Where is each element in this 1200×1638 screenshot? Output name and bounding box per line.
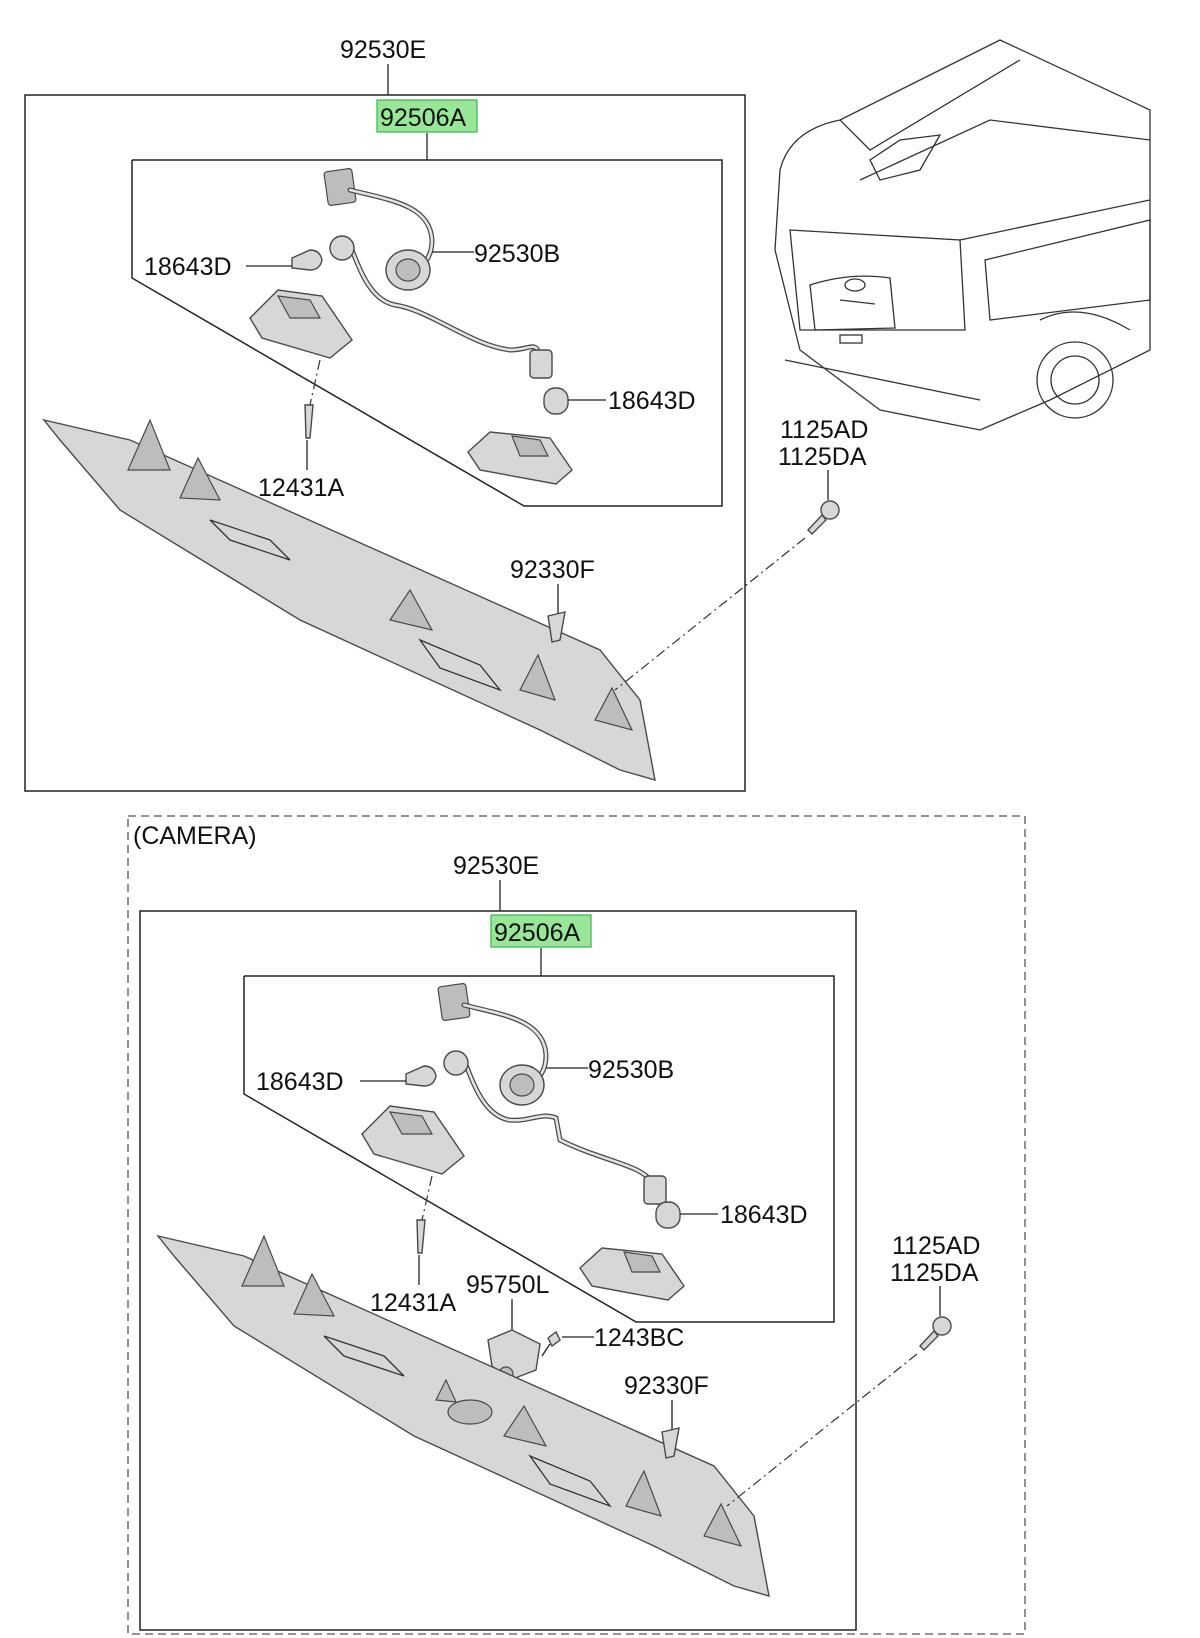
label-12431a-cam[interactable]: 12431A [370,1289,457,1317]
label-92530e-cam[interactable]: 92530E [453,852,539,880]
top-bolt-leader [614,537,806,691]
top-clip [547,611,566,643]
label-1125da-top[interactable]: 1125DA [778,443,867,471]
top-assembly-frame [24,94,746,792]
cam-clip [661,1427,680,1459]
label-18643d-cam-left[interactable]: 18643D [256,1068,344,1096]
label-1125ad-cam[interactable]: 1125AD [892,1232,981,1260]
top-lamp-frame [131,159,723,507]
cam-lamp-housing-right [579,1247,685,1301]
label-92506a-top[interactable]: 92506A [380,104,467,132]
highlight-92506a-top [376,99,478,133]
top-wiring-harness [323,168,553,379]
cam-bulb-right [655,1201,681,1229]
cam-lamp-frame [243,975,835,1323]
cam-garnish-bar [156,1234,770,1597]
label-18643d-cam-right[interactable]: 18643D [720,1201,808,1229]
cam-wiring-harness [437,983,667,1205]
cam-bolt [919,1316,952,1351]
vehicle-illustration [774,39,1151,431]
label-92530b-top[interactable]: 92530B [474,240,560,268]
label-18643d-top-right[interactable]: 18643D [608,387,696,415]
top-section: 92530E 92506A 92530B 18643D [24,36,869,792]
top-garnish-bar [42,418,656,781]
cam-bolt-leader [726,1353,918,1507]
cam-camera-screw [541,1330,561,1357]
label-95750l[interactable]: 95750L [466,1271,550,1299]
top-bolt [807,500,840,535]
top-lamp-housing-right [467,431,573,485]
cam-screw [416,1219,426,1254]
top-bulb-right [543,387,569,415]
cam-lamp-housing-left [361,1105,465,1175]
label-92330f-cam[interactable]: 92330F [624,1372,709,1400]
cam-assembly-frame [139,910,857,1631]
cam-bulb-left [405,1065,437,1087]
camera-variant-frame [127,815,1026,1635]
label-92330f-top[interactable]: 92330F [510,556,595,584]
label-92506a-cam[interactable]: 92506A [494,919,581,947]
top-lamp-housing-left [249,289,353,359]
label-92530e-top[interactable]: 92530E [340,36,426,64]
label-1125ad-top[interactable]: 1125AD [780,416,869,444]
camera-section: (CAMERA) 92530E 92506A 92530B 18643D [127,815,1026,1635]
label-camera-heading: (CAMERA) [133,822,257,850]
label-1125da-cam[interactable]: 1125DA [890,1259,979,1287]
top-bulb-left [291,249,323,271]
top-screw [304,404,314,439]
label-12431a-top[interactable]: 12431A [258,474,345,502]
label-18643d-top-left[interactable]: 18643D [144,253,232,281]
label-92530b-cam[interactable]: 92530B [588,1056,674,1084]
highlight-92506a-cam [490,914,592,948]
label-1243bc[interactable]: 1243BC [594,1324,684,1352]
